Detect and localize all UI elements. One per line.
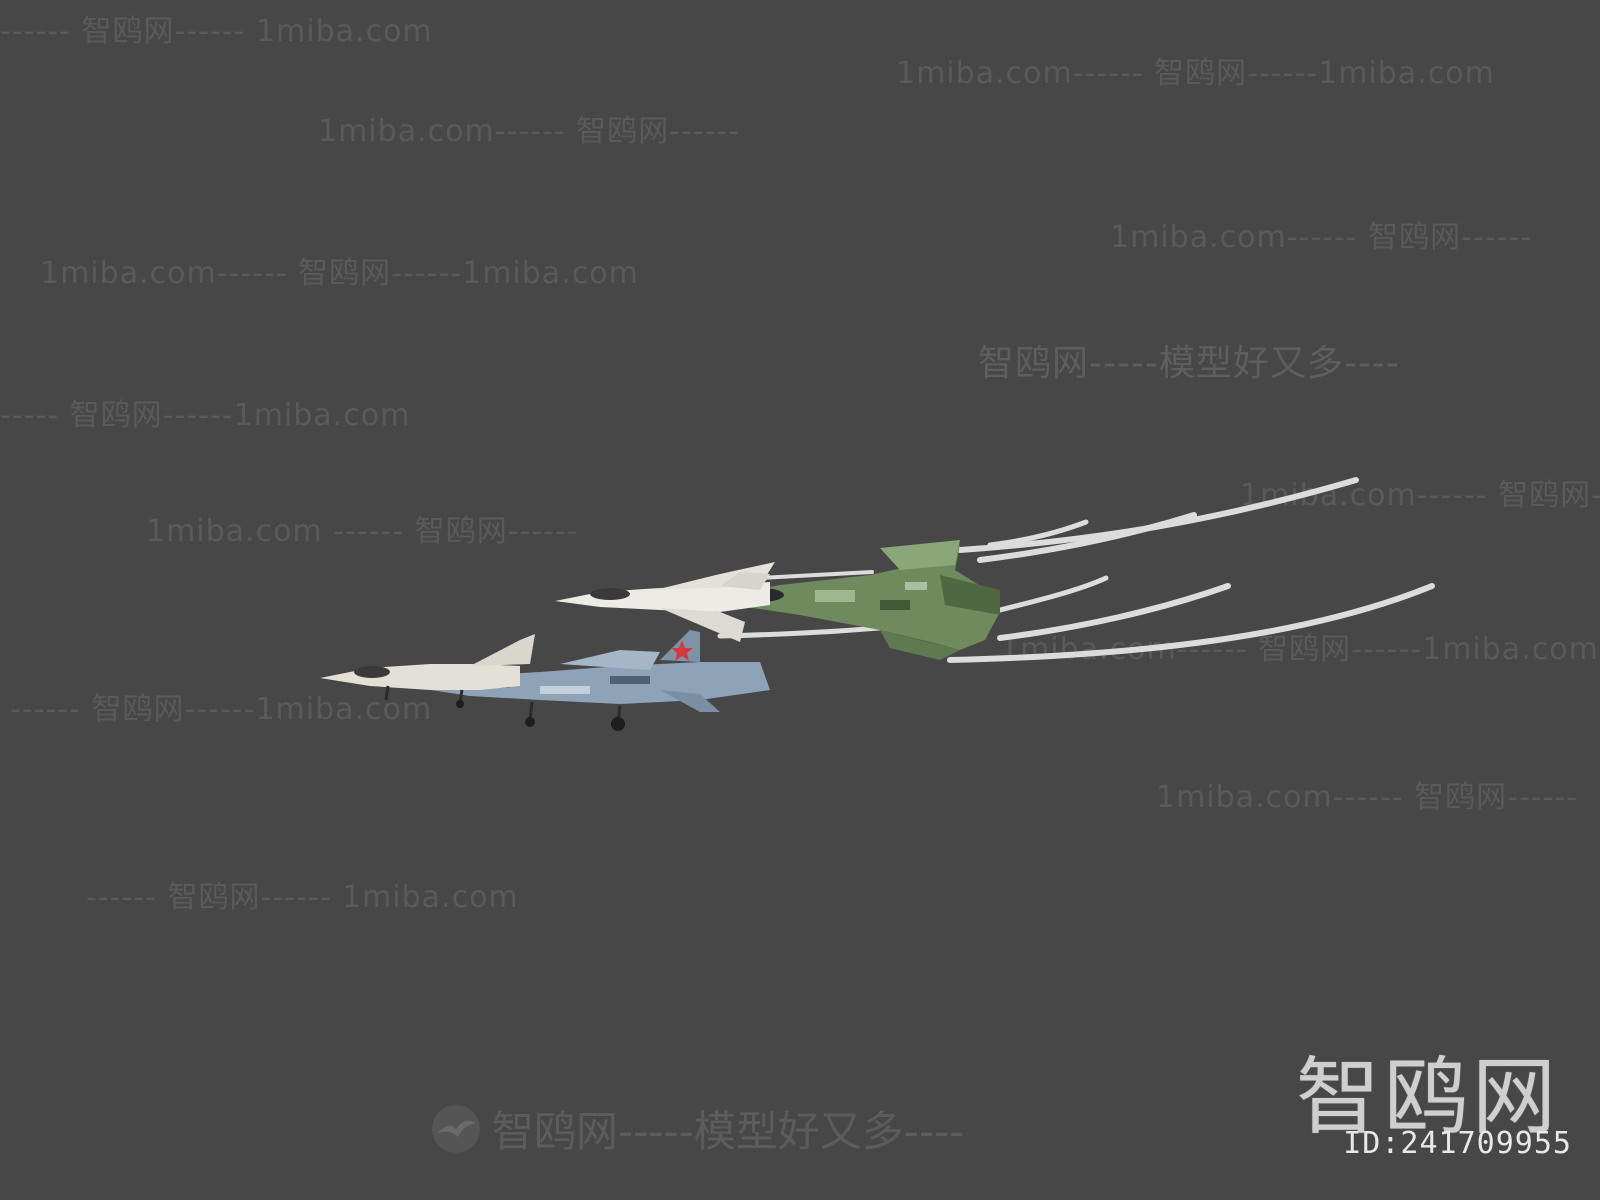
watermark-text: 1miba.com------ 智鸥网------1miba.com xyxy=(40,256,639,291)
white-jet-rear xyxy=(320,634,535,708)
footer-watermark: 智鸥网-----模型好又多---- xyxy=(430,1098,964,1159)
watermark-text: 1miba.com------ 智鸥网------1miba.com xyxy=(896,56,1495,91)
watermark-tagline: 智鸥网-----模型好又多---- xyxy=(978,343,1400,384)
watermark-text: 1miba.com------ 智鸥网------1miba.com xyxy=(1000,632,1599,667)
watermark-text: 1miba.com ------ 智鸥网------ xyxy=(146,514,579,549)
smoke-trail xyxy=(758,570,874,580)
red-star-icon xyxy=(671,640,693,661)
smoke-trails xyxy=(717,477,1435,663)
smoke-trail xyxy=(947,583,1435,663)
brand-logo: 智鸥网 xyxy=(1295,1048,1560,1146)
watermark-text: ------ 智鸥网------ 1miba.com xyxy=(86,880,519,915)
blue-camo-jet xyxy=(418,630,770,731)
footer-watermark-text: 智鸥网-----模型好又多---- xyxy=(492,1107,965,1156)
watermark-text: ------ 智鸥网------1miba.com xyxy=(10,692,433,727)
white-jet-front xyxy=(555,562,775,642)
green-camo-jet xyxy=(700,540,1000,660)
image-id-label: ID:241709955 xyxy=(1343,1126,1572,1161)
smoke-trail xyxy=(997,575,1109,613)
watermark-text: 1miba.com------ 智鸥网------ xyxy=(1110,220,1533,255)
smoke-trail xyxy=(997,583,1231,641)
smoke-trail xyxy=(977,512,1197,563)
watermark-text: 1miba.com------ 智鸥网------ xyxy=(1156,780,1579,815)
watermark-text: ------ 智鸥网------ 1miba.com xyxy=(0,14,433,49)
seagull-icon xyxy=(432,1104,480,1153)
watermark-text: ----- 智鸥网------1miba.com xyxy=(0,398,411,433)
smoke-trail xyxy=(987,519,1089,548)
watermark-text: 1miba.com------ 智鸥网------ xyxy=(318,114,741,149)
